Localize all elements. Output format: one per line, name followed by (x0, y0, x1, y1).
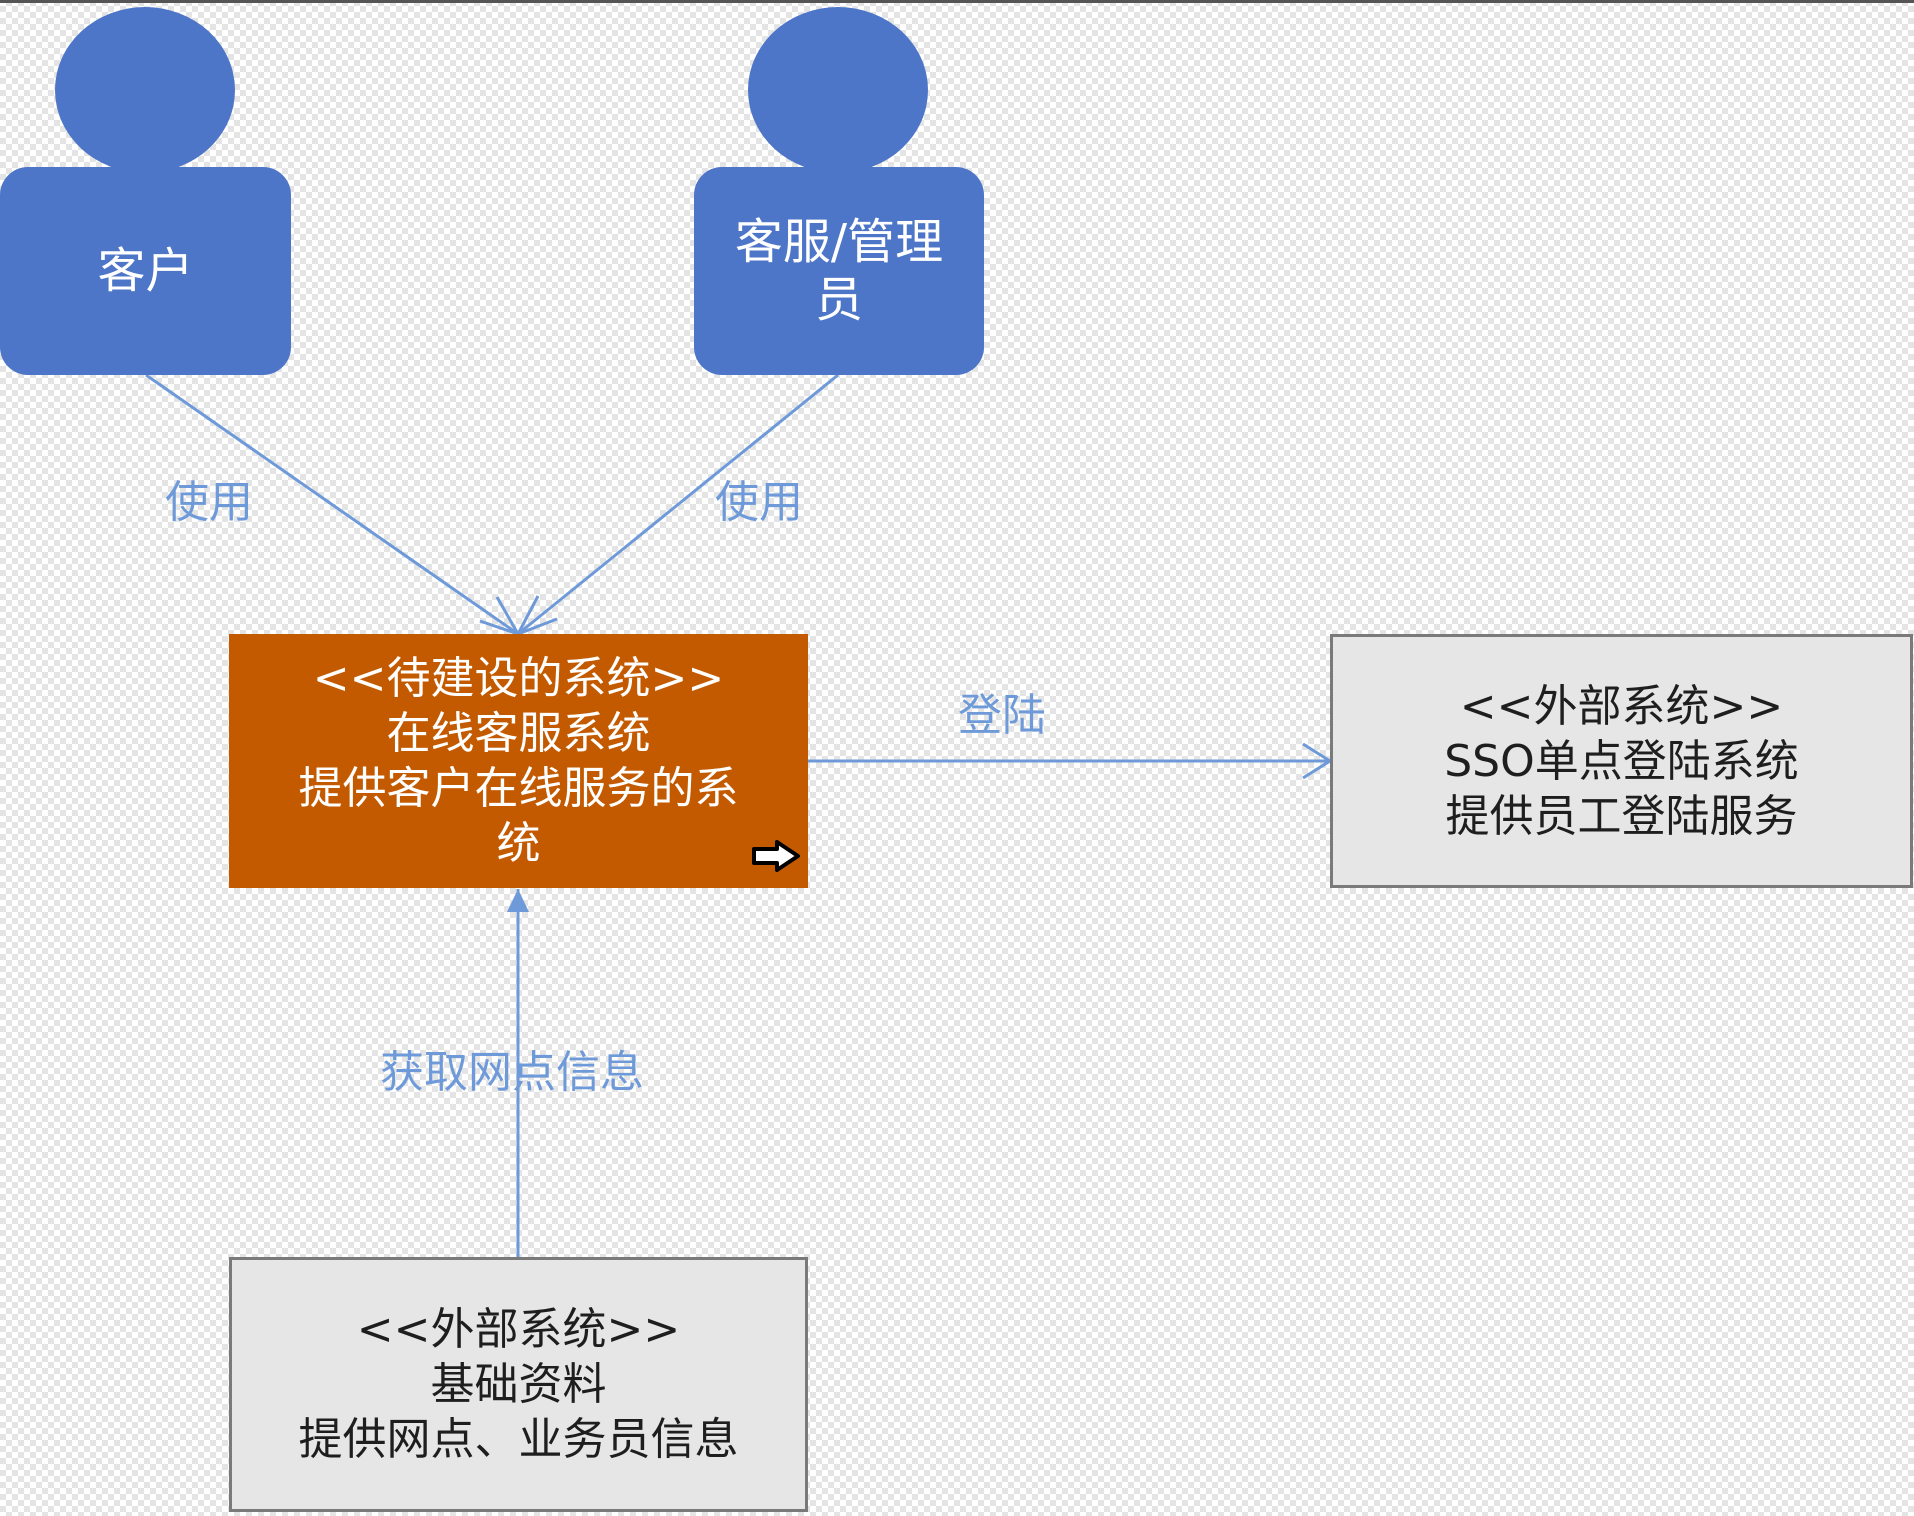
staff-actor-label-line-1: 客服/管理 (734, 214, 944, 270)
base-data-system-stereotype: <<外部系统>> (356, 1304, 681, 1355)
target-system-description-line-2: 统 (496, 818, 541, 869)
staff-actor-label-line-2: 员 (814, 272, 863, 328)
edge-label-staff-uses: 使用 (715, 477, 803, 528)
staff-actor[interactable]: 客服/管理 员 (694, 167, 984, 375)
customer-actor-head (55, 7, 235, 173)
sso-system-box[interactable]: <<外部系统>> SSO单点登陆系统 提供员工登陆服务 (1330, 634, 1913, 888)
edge-label-login: 登陆 (958, 690, 1046, 741)
sso-system-name: SSO单点登陆系统 (1444, 735, 1799, 787)
connector-staff-uses (517, 373, 839, 636)
sso-system-stereotype: <<外部系统>> (1459, 680, 1784, 732)
connector-customer-uses (145, 373, 519, 636)
arrowhead-fetch-outlet-info (507, 889, 529, 912)
target-system-description-line-1: 提供客户在线服务的系 (298, 763, 739, 814)
target-system-box[interactable]: <<待建设的系统>> 在线客服系统 提供客户在线服务的系 统 (229, 634, 808, 888)
target-system-name: 在线客服系统 (386, 708, 651, 759)
edge-label-fetch-outlet-info: 获取网点信息 (380, 1047, 644, 1098)
customer-actor[interactable]: 客户 (0, 167, 291, 375)
staff-actor-head (748, 7, 928, 173)
base-data-system-name: 基础资料 (430, 1359, 607, 1410)
arrow-right-icon[interactable] (750, 839, 802, 873)
connector-layer (145, 373, 1333, 1257)
base-data-system-box[interactable]: <<外部系统>> 基础资料 提供网点、业务员信息 (229, 1257, 808, 1512)
base-data-system-description: 提供网点、业务员信息 (298, 1414, 739, 1465)
target-system-stereotype: <<待建设的系统>> (312, 653, 725, 704)
customer-actor-label: 客户 (97, 243, 194, 299)
sso-system-description: 提供员工登陆服务 (1445, 790, 1798, 842)
edge-label-customer-uses: 使用 (165, 477, 253, 528)
